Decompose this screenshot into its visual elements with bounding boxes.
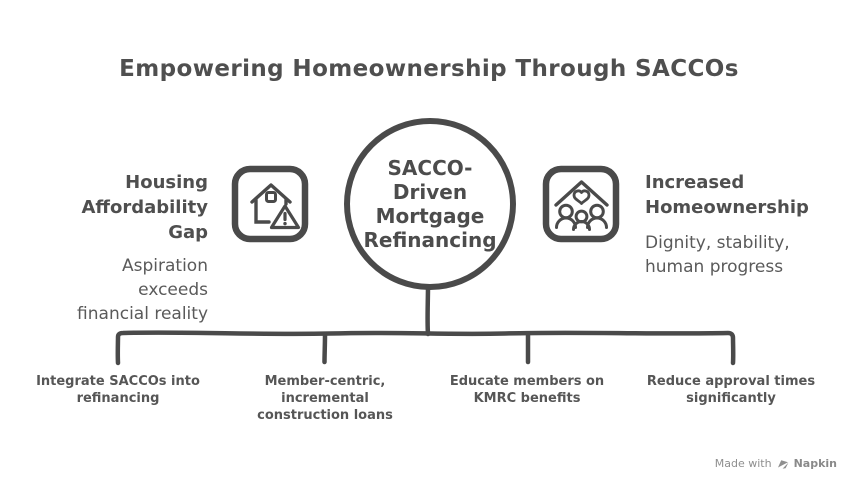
page-title: Empowering Homeownership Through SACCOs (119, 56, 739, 82)
watermark-brand: Napkin (793, 457, 837, 470)
right-heading: Increased Homeownership (645, 172, 809, 218)
bottom-item-reduce-approval-times: Reduce approval times significantly (646, 374, 816, 406)
left-heading: Housing Affordability Gap (81, 172, 208, 243)
bottom-item-member-centric-loans: Member-centric, incremental construction… (257, 374, 393, 423)
house-alert-icon (231, 165, 309, 243)
watermark: Made with Napkin (715, 457, 837, 470)
connector-lines (115, 283, 736, 366)
left-subtext: Aspiration exceeds financial reality (77, 256, 208, 324)
right-subtext: Dignity, stability, human progress (645, 233, 790, 277)
napkin-logo-icon (777, 459, 788, 469)
central-node: SACCO- Driven Mortgage Refinancing (344, 118, 516, 290)
central-node-label: SACCO- Driven Mortgage Refinancing (363, 156, 497, 252)
bottom-item-integrate-saccos: Integrate SACCOs into refinancing (36, 374, 200, 406)
bottom-item-educate-members: Educate members on KMRC benefits (449, 374, 605, 406)
family-home-icon (542, 165, 620, 243)
watermark-prefix: Made with (714, 457, 772, 470)
